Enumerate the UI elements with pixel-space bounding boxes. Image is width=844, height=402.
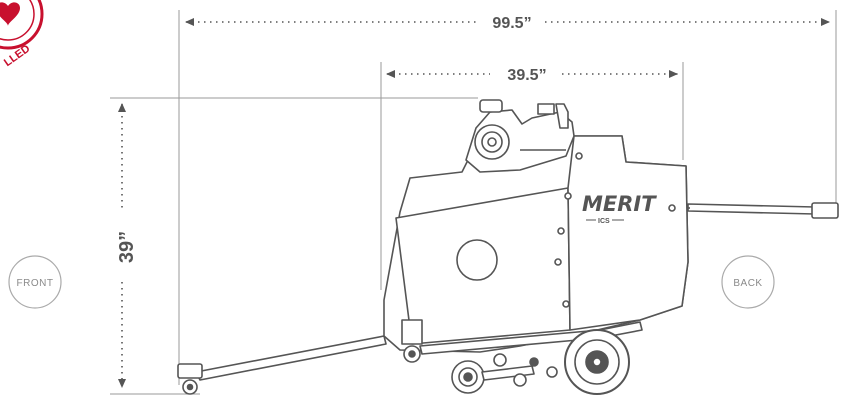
total-length-label: 99.5” [492,15,531,32]
height-label: 39” [116,231,138,263]
front-guide-bar [177,335,387,395]
brand-logo: MERIT ICS [582,192,657,225]
large-wheel [564,329,630,395]
depth-bracket [401,319,423,363]
panel-screws [554,152,676,308]
brand-sub: ICS [598,218,610,225]
dimension-height: 39” [110,97,478,395]
front-label: FRONT [17,278,54,289]
brand-name: MERIT [582,192,657,216]
blade-hub [456,239,498,281]
engine [465,99,575,173]
certification-stamp: LLED [0,0,44,69]
small-wheel [451,360,485,394]
dimension-total-length: 99.5” [178,10,837,385]
saw-illustration [177,99,839,395]
dimension-body-length: 39.5” [380,62,684,290]
back-marker: BACK [721,255,775,309]
rear-handle [674,202,839,219]
body-length-label: 39.5” [507,67,546,84]
back-label: BACK [733,278,762,289]
linkage [481,353,558,387]
front-marker: FRONT [8,255,62,309]
